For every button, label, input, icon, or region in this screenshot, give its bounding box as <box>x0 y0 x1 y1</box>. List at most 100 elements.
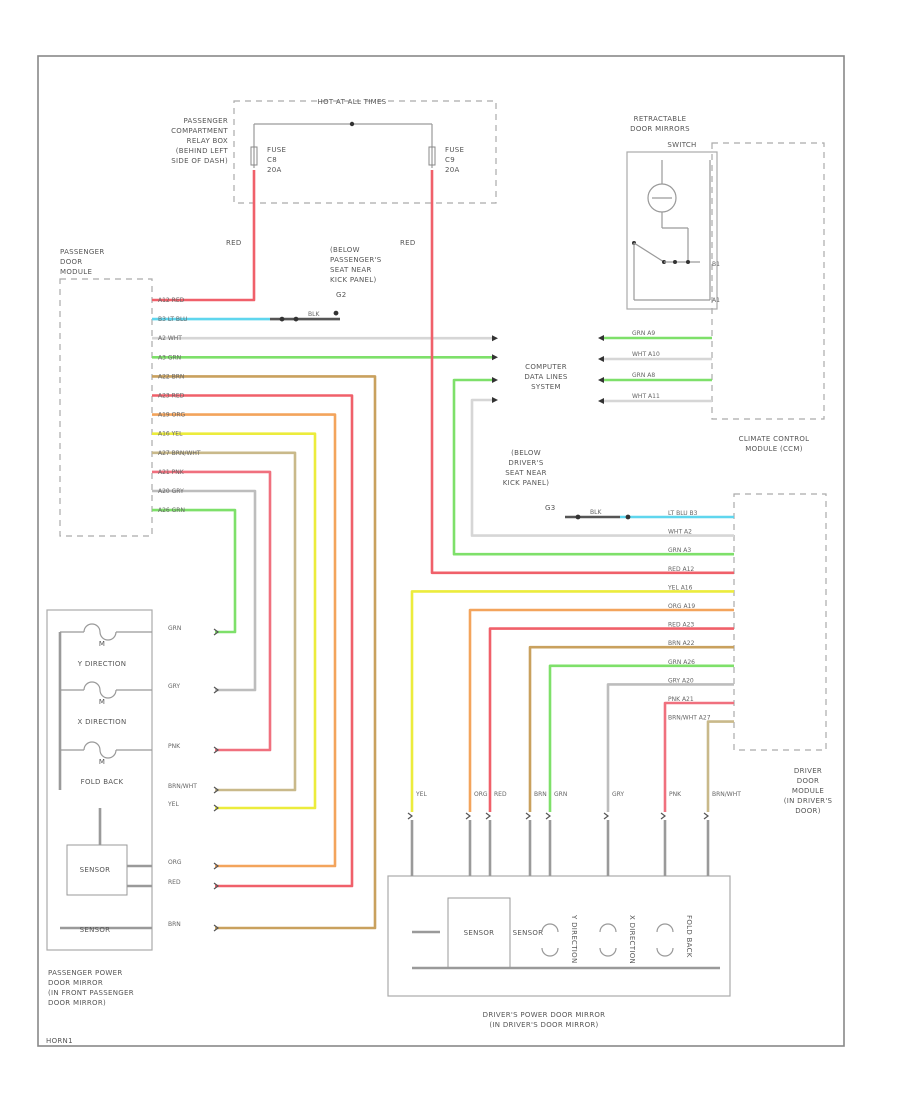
drv-mirror-wire-label-4: GRN <box>554 791 567 798</box>
driver-mirror-label: DRIVER'S POWER DOOR MIRROR (IN DRIVER'S … <box>483 1011 605 1029</box>
pass-pin-label-a22: A22 BRN <box>158 373 184 380</box>
drv-pin-label-a3: GRN A3 <box>668 547 691 554</box>
wire-pass-mirror-1-gry <box>152 489 257 692</box>
pass-mirror-wire-label-1: GRY <box>168 683 180 690</box>
pass-mirror-wire-label-4: YEL <box>167 801 179 808</box>
drv-mirror-wire-label-1: ORG <box>474 791 488 798</box>
svg-text:(BELOW: (BELOW <box>330 246 360 254</box>
svg-text:SEAT NEAR: SEAT NEAR <box>505 469 547 477</box>
pass-motor-label-2: FOLD BACK <box>81 778 124 786</box>
footer-code: HORN1 <box>46 1037 73 1045</box>
drv-mirror-wire-label-0: YEL <box>415 791 427 798</box>
pass-mirror-wire-label-2: PNK <box>168 743 181 750</box>
wire-pass-mirror-2-pnk <box>152 470 272 752</box>
relay-box-label: PASSENGER COMPARTMENT RELAY BOX (BEHIND … <box>171 117 228 165</box>
pass-motor-m-0: M <box>99 640 105 648</box>
drv-pin-label-a21: PNK A21 <box>668 696 694 703</box>
svg-text:(IN DRIVER'S: (IN DRIVER'S <box>784 797 833 805</box>
ccm-pin-label-a9: GRN A9 <box>632 330 655 337</box>
data-arrow-pass-a3 <box>492 354 498 361</box>
svg-text:COMPUTER: COMPUTER <box>525 363 567 371</box>
pass-pin-label-a19: A19 ORG <box>158 412 186 419</box>
svg-text:(IN FRONT PASSENGER: (IN FRONT PASSENGER <box>48 989 134 997</box>
pass-mirror-wire-label-3: BRN/WHT <box>168 783 197 790</box>
pass-pin-label-a3: A3 GRN <box>158 354 181 361</box>
driver-door-module-label: DRIVER DOOR MODULE (IN DRIVER'S DOOR) <box>784 767 833 815</box>
svg-text:PASSENGER POWER: PASSENGER POWER <box>48 969 122 977</box>
drv-pin-label-a16: YEL A16 <box>667 584 693 591</box>
wire-drv-a12-red <box>430 170 734 575</box>
pass-pin-label-b3: B3 LT BLU <box>158 316 187 323</box>
wire-drv-mirror-4-grn <box>548 664 734 812</box>
wire-drv-mirror-2-red <box>488 627 734 812</box>
data-arrow-ccm-a8 <box>598 377 604 383</box>
wire-pass-mirror-3-brn-wht <box>152 451 297 792</box>
pass-pin-label-a12: A12 RED <box>158 297 185 304</box>
drv-pin-label-a23: RED A23 <box>668 622 694 629</box>
svg-text:(IN DRIVER'S DOOR MIRROR): (IN DRIVER'S DOOR MIRROR) <box>489 1021 598 1029</box>
svg-text:PASSENGER: PASSENGER <box>183 117 228 125</box>
svg-text:COMPARTMENT: COMPARTMENT <box>171 127 228 135</box>
svg-text:PASSENGER: PASSENGER <box>60 248 105 256</box>
svg-text:SEAT NEAR: SEAT NEAR <box>330 266 372 274</box>
pass-ground-blk-label: BLK <box>308 311 320 318</box>
relay-box-outline <box>233 100 497 204</box>
climate-control-label: CLIMATE CONTROL MODULE (CCM) <box>739 435 809 453</box>
fuse-c9-rating: 20A <box>445 166 460 174</box>
red-wire-label-right: RED <box>400 239 416 247</box>
drv-mirror-wire-label-2: RED <box>494 791 507 798</box>
fuse-c8-rating: 20A <box>267 166 282 174</box>
wire-drv-a2-wht <box>470 398 734 537</box>
pass-ground-splice-b <box>293 316 299 322</box>
drv-pin-label-a26: GRN A26 <box>668 659 695 666</box>
drv-mirror-plug-1 <box>465 812 471 820</box>
diagram-frame <box>37 55 845 1047</box>
svg-text:A1: A1 <box>712 297 720 304</box>
svg-text:(BEHIND LEFT: (BEHIND LEFT <box>176 147 229 155</box>
pass-ground-point <box>333 310 339 316</box>
driver-ground-label: (BELOW DRIVER'S SEAT NEAR KICK PANEL) G3 <box>503 449 555 512</box>
pass-motor-label-0: Y DIRECTION <box>77 660 127 668</box>
fuse-c9: FUSE C9 20A <box>428 146 464 174</box>
fuse-c8-id: C8 <box>267 156 277 164</box>
pass-mirror-wire-label-0: GRN <box>168 625 181 632</box>
drv-pin-label-a12: RED A12 <box>668 566 694 573</box>
svg-text:DOOR MIRROR): DOOR MIRROR) <box>48 999 106 1007</box>
wire-pass-mirror-5-org <box>152 413 337 868</box>
pass-motor-label-1: X DIRECTION <box>77 718 126 726</box>
wire-pass-mirror-6-red <box>152 394 354 888</box>
climate-control-module-outline <box>711 142 825 420</box>
svg-text:SYSTEM: SYSTEM <box>531 383 561 391</box>
passenger-door-module-label: PASSENGER DOOR MODULE <box>60 248 105 276</box>
switch-contact-icon <box>632 241 700 264</box>
drv-pin-label-a2: WHT A2 <box>668 529 692 536</box>
svg-text:KICK PANEL): KICK PANEL) <box>330 276 377 284</box>
pass-pin-label-a21: A21 PNK <box>158 469 185 476</box>
drv-pin-label-a20: GRY A20 <box>668 677 694 684</box>
svg-text:DOOR: DOOR <box>60 258 82 266</box>
pass-mirror-wire-label-6: RED <box>168 879 181 886</box>
drv-mirror-plug-4 <box>545 812 551 820</box>
drv-mirror-plug-2 <box>485 812 491 820</box>
wire-drv-mirror-0-yel <box>410 590 734 812</box>
svg-text:DOOR MIRRORS: DOOR MIRRORS <box>630 125 690 133</box>
svg-text:PASSENGER'S: PASSENGER'S <box>330 256 382 264</box>
driver-mirror-box <box>387 875 731 997</box>
pass-mirror-plug-0 <box>213 628 219 636</box>
wire-pass-mirror-4-yel <box>152 432 317 810</box>
svg-text:MODULE: MODULE <box>792 787 824 795</box>
data-arrow-ccm-a9 <box>598 335 604 341</box>
retractable-switch-label: RETRACTABLE DOOR MIRRORS SWITCH <box>630 115 696 149</box>
drv-ground-splice-b <box>625 514 631 520</box>
svg-text:RELAY BOX: RELAY BOX <box>187 137 228 145</box>
pass-mirror-plug-4 <box>213 804 219 812</box>
drv-motor-label-1: X DIRECTION <box>628 915 636 964</box>
retractable-switch-box <box>626 151 718 310</box>
fuse-c8: FUSE C8 20A <box>250 146 286 174</box>
svg-text:DRIVER'S: DRIVER'S <box>508 459 543 467</box>
ccm-pin-label-a10: WHT A10 <box>632 351 660 358</box>
pass-motor-icon-2 <box>60 741 152 759</box>
data-arrow-drv-a3 <box>492 377 498 383</box>
